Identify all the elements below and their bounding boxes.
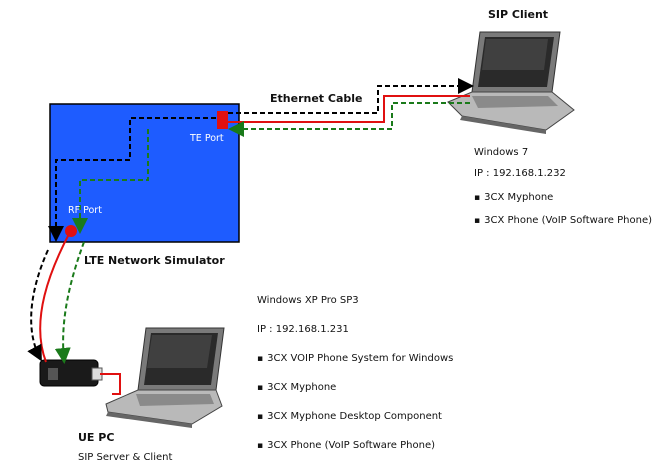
te-port-label: TE Port — [190, 133, 224, 144]
ue-pc-software-item: 3CX Myphone Desktop Component — [257, 411, 442, 422]
rf-port-label: RF Port — [68, 205, 102, 216]
sip-client-laptop-icon — [447, 31, 575, 134]
rf-signal-up — [54, 241, 85, 364]
ethernet-cable-label: Ethernet Cable — [270, 92, 363, 105]
sip-client-software-item: 3CX Phone (VoIP Software Phone) — [474, 215, 652, 226]
ue-pc-software-item: 3CX VOIP Phone System for Windows — [257, 353, 453, 364]
usb-modem-icon — [39, 359, 103, 387]
rf-cable — [39, 231, 71, 363]
ue-pc-os: Windows XP Pro SP3 — [257, 295, 359, 306]
internal-path-rf-to-te — [72, 129, 149, 234]
lte-simulator-title: LTE Network Simulator — [84, 254, 225, 267]
ue-pc-laptop-icon — [105, 327, 225, 428]
ue-pc-software-item: 3CX Myphone — [257, 382, 336, 393]
lte-simulator-box — [49, 103, 240, 243]
sip-client-title: SIP Client — [488, 8, 549, 21]
rf-signal-down — [27, 249, 49, 362]
ue-pc-title: UE PC — [78, 431, 115, 444]
te-port-icon — [217, 111, 228, 129]
ethernet-cable — [228, 95, 470, 123]
sip-client-os: Windows 7 — [474, 147, 529, 158]
ue-pc-software-item: 3CX Phone (VoIP Software Phone) — [257, 440, 435, 451]
signal-path-from-sip-client — [228, 102, 470, 137]
usb-cable — [100, 373, 121, 395]
sip-client-ip: IP : 192.168.1.232 — [474, 168, 566, 179]
ue-pc-subtitle: SIP Server & Client — [78, 452, 173, 463]
ue-pc-ip: IP : 192.168.1.231 — [257, 324, 349, 335]
rf-port-icon — [65, 225, 77, 237]
sip-client-software-item: 3CX Myphone — [474, 192, 553, 203]
internal-path-te-to-rf — [48, 117, 216, 242]
signal-path-to-sip-client — [228, 78, 474, 114]
